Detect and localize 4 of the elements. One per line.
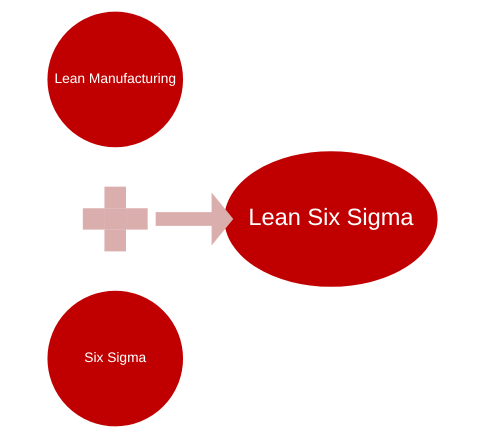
node-ellipse: Lean Six Sigma — [224, 151, 438, 287]
arrow — [155, 192, 233, 246]
node-circle: Lean Manufacturing — [46, 12, 183, 148]
node-circle: Six Sigma — [46, 290, 183, 426]
